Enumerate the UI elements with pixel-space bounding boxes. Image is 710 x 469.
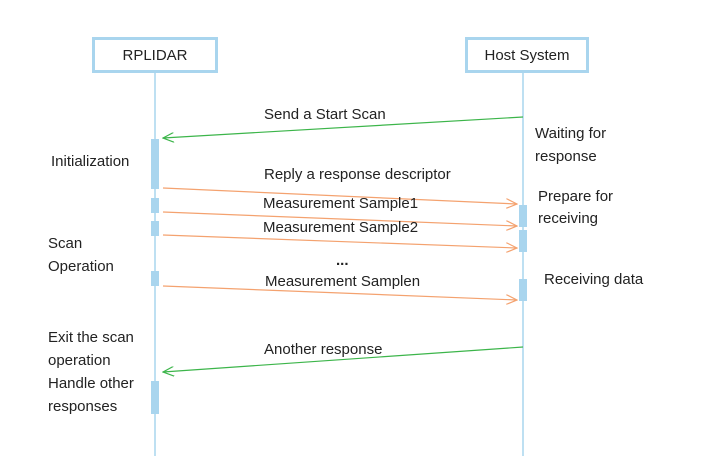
- host-activation-sample1: [519, 205, 527, 227]
- arrow-sample2: [162, 234, 517, 248]
- rplidar-activation-sample1: [151, 198, 159, 213]
- note-prepare-line1: Prepare for: [538, 188, 614, 205]
- note-exit-line2: operation: [48, 352, 111, 369]
- host-activation-sample2: [519, 230, 527, 252]
- msg-send-start-scan: Send a Start Scan: [264, 106, 386, 123]
- arrow-send-start-scan: [163, 116, 524, 138]
- rplidar-activation-init: [151, 139, 159, 189]
- note-handle-line1: Handle other: [48, 375, 134, 392]
- rplidar-label: RPLIDAR: [122, 46, 188, 64]
- rplidar-activation-exit: [151, 381, 159, 414]
- msg-sample1: Measurement Sample1: [263, 195, 419, 212]
- note-waiting-line2: response: [535, 148, 597, 165]
- note-operation: Operation: [48, 258, 114, 275]
- msg-sample2: Measurement Sample2: [263, 219, 419, 236]
- msg-ellipsis: ...: [336, 252, 349, 269]
- msg-reply-descriptor: Reply a response descriptor: [264, 166, 451, 183]
- note-waiting-line1: Waiting for: [535, 125, 607, 142]
- rplidar-participant: RPLIDAR: [92, 37, 218, 73]
- note-initialization: Initialization: [51, 153, 130, 170]
- arrow-samplen: [162, 285, 517, 300]
- note-prepare-line2: receiving: [538, 210, 599, 226]
- host-participant: Host System: [465, 37, 589, 73]
- arrow-another-response: [163, 346, 524, 372]
- host-activation-samplen: [519, 279, 527, 301]
- msg-another-response: Another response: [264, 341, 383, 358]
- rplidar-activation-samplen: [151, 271, 159, 286]
- note-scan: Scan: [48, 235, 83, 252]
- rplidar-activation-sample2: [151, 221, 159, 236]
- note-exit-line1: Exit the scan: [48, 329, 134, 346]
- msg-samplen: Measurement Samplen: [265, 273, 421, 290]
- note-receiving-data: Receiving data: [544, 271, 644, 288]
- arrow-sample1: [162, 211, 517, 226]
- host-label: Host System: [484, 46, 570, 64]
- note-handle-line2: responses: [48, 398, 118, 415]
- arrow-reply-descriptor: [162, 187, 517, 204]
